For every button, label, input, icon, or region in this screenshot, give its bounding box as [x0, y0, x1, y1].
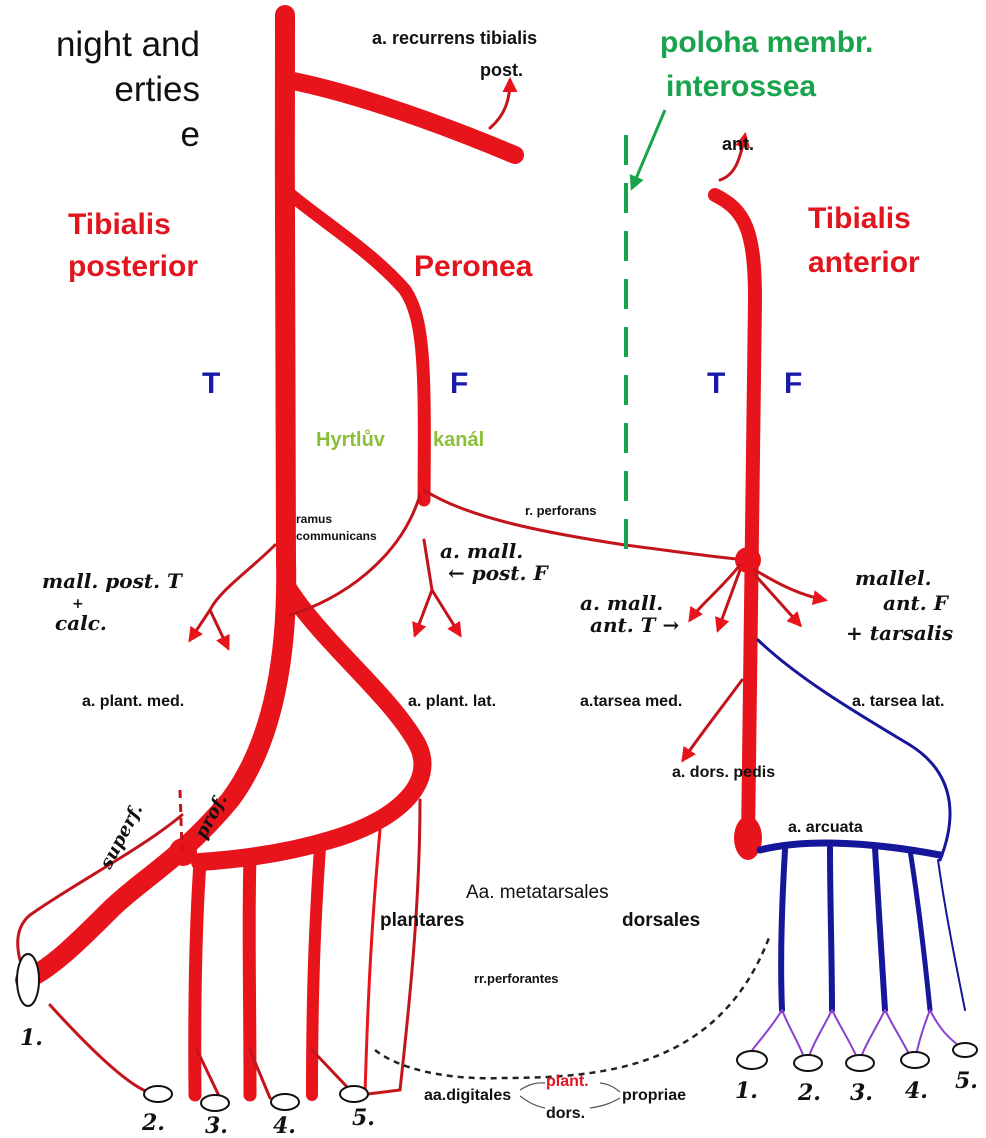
digit-right-3: 3. — [850, 1080, 873, 1106]
a-metatarsalis-plant-1 — [195, 862, 200, 1095]
digit-right-4: 4. — [905, 1078, 928, 1104]
a-metatars-dors-4 — [910, 850, 930, 1010]
label-tibialis-anterior-1: Tibialis — [808, 202, 911, 235]
label-ramus: ramus — [296, 512, 332, 526]
hand-mall-post-t: mall. post. T — [42, 569, 184, 593]
hand-ant-t: ant. T → — [590, 613, 680, 637]
a-mall-post-t — [210, 545, 275, 610]
label-membrana: poloha membr. — [660, 26, 873, 59]
label-tarsea-lat: a. tarsea lat. — [852, 693, 945, 710]
label-f-right: F — [784, 367, 802, 400]
hand-mallel: mallel. — [855, 566, 932, 590]
label-plant: plant. — [546, 1073, 589, 1090]
label-t-left: T — [202, 367, 220, 400]
label-recurrens-post: post. — [480, 60, 523, 80]
hand-a-mall-f: a. mall. — [440, 539, 523, 563]
a-digitalis-1 — [50, 1005, 148, 1092]
label-plantares: plantares — [380, 910, 464, 931]
hand-a-mall-t: a. mall. — [580, 591, 663, 615]
label-recurrens: a. recurrens tibialis — [372, 28, 537, 48]
hand-superf: superf. — [95, 801, 147, 874]
label-perforantes: rr.perforantes — [474, 971, 559, 986]
digit-left-2: 2. — [141, 1110, 165, 1136]
label-f-left: F — [450, 367, 468, 400]
label-tarsea-med: a.tarsea med. — [580, 693, 682, 710]
a-peronea — [285, 190, 424, 500]
digit-right-5: 5. — [955, 1068, 978, 1094]
label-tibialis-anterior-2: anterior — [808, 246, 920, 279]
a-digitalis-5 — [400, 800, 420, 1090]
membrana-arrow — [632, 110, 665, 188]
label-kanal: kanál — [433, 429, 484, 451]
label-hyrtl: Hyrtlův — [316, 429, 386, 451]
label-tibialis-posterior-2: posterior — [68, 250, 198, 283]
dorsal-digital-branches — [745, 1010, 965, 1060]
label-digitales: aa.digitales — [424, 1087, 511, 1104]
label-tibialis-posterior-1: Tibialis — [68, 208, 171, 241]
digit-numbers: 1. 2. 3. 4. 5. 1. 2. 3. 4. 5. — [20, 1025, 978, 1138]
a-mall-post-f — [424, 540, 432, 590]
hand-post-f: ← post. F — [448, 561, 549, 585]
label-propriae: propriae — [622, 1087, 686, 1104]
hand-ant-f: ant. F — [883, 591, 950, 615]
digit-right-1: 1. — [735, 1078, 758, 1104]
a-tarsea-medialis — [683, 680, 742, 760]
a-metatars-dors-3 — [875, 848, 885, 1010]
hand-tarsalis: + tarsalis — [846, 621, 953, 645]
a-plantaris-lateralis — [200, 585, 422, 862]
a-recurrens-tibialis-post — [288, 80, 515, 155]
label-communicans: communicans — [296, 529, 377, 543]
a-metatarsalis-plant-4 — [365, 830, 380, 1095]
arcus-plantaris-knot — [169, 838, 197, 866]
label-dorsales: dorsales — [622, 910, 700, 931]
label-plant-lat: a. plant. lat. — [408, 693, 496, 710]
label-t-right: T — [707, 367, 725, 400]
hand-plus: + — [72, 596, 84, 612]
a-metatars-dors-5 — [938, 860, 965, 1010]
a-plant-med-superf — [18, 815, 182, 960]
digit-left-5: 5. — [352, 1105, 375, 1131]
anterior-arteries — [715, 195, 755, 840]
label-dors-pedis: a. dors. pedis — [672, 764, 775, 781]
label-r-perforans: r. perforans — [525, 503, 597, 518]
a-tibialis-anterior — [715, 195, 755, 840]
label-metatarsales: Aa. metatarsales — [466, 882, 609, 903]
label-ant: ant. — [722, 134, 754, 154]
a-metatarsalis-plant-2 — [249, 858, 250, 1095]
label-plant-med: a. plant. med. — [82, 693, 184, 710]
a-metatars-dors-1 — [781, 850, 785, 1010]
a-dorsalis-pedis-bulb — [734, 816, 762, 860]
hand-calc: calc. — [55, 611, 107, 635]
label-peronea: Peronea — [414, 250, 533, 283]
label-interossea: interossea — [666, 70, 816, 103]
label-dors: dors. — [546, 1105, 585, 1122]
a-metatars-dors-2 — [830, 848, 832, 1010]
digit-right-2: 2. — [797, 1080, 821, 1106]
digit-left-3: 3. — [205, 1113, 228, 1138]
rr-perforantes-line — [375, 935, 770, 1078]
label-arcuata: a. arcuata — [788, 819, 863, 836]
digit-left-1: 1. — [20, 1025, 43, 1051]
digit-left-4: 4. — [273, 1113, 296, 1138]
